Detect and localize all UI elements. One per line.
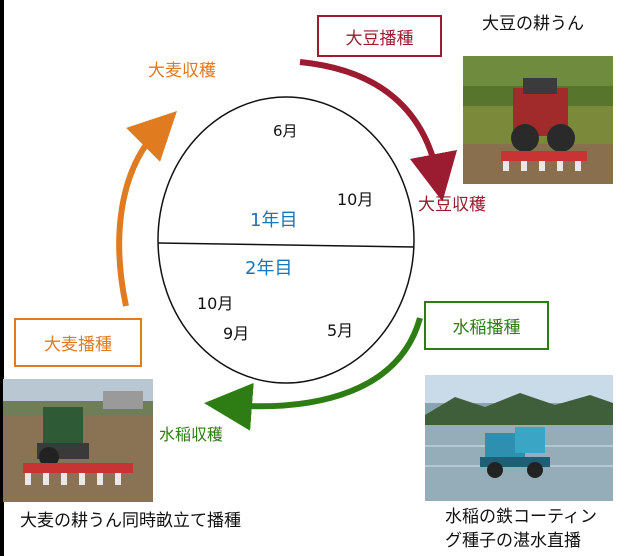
arrow-rice-to-harvest: [204, 317, 423, 431]
year1-label: 1年目: [250, 210, 298, 231]
rice-harvest-label: 水稲収穫: [159, 425, 224, 444]
year2-label: 2年目: [245, 258, 293, 279]
barley-sowing-box: 大麦播種: [14, 318, 142, 367]
barley-harvest-label: 大麦収穫: [148, 61, 216, 81]
barley-seeding-caption: 大麦の耕うん同時畝立て播種: [20, 511, 241, 531]
arrow-soybean-to-harvest: [299, 59, 458, 202]
soybean-harvest-label: 大豆収穫: [418, 195, 486, 215]
soybean-tillage-caption: 大豆の耕うん: [482, 14, 584, 34]
month-sep-label: 9月: [223, 324, 250, 343]
soybean-sowing-box: 大豆播種: [317, 15, 442, 57]
month-jun-label: 6月: [273, 122, 298, 140]
flooded-paddy-seeder-photo: [425, 375, 613, 501]
month-may-label: 5月: [327, 321, 354, 340]
year-divider-line: [157, 242, 415, 248]
rice-sowing-box: 水稲播種: [424, 301, 549, 350]
rice-seeding-caption-line1: 水稲の鉄コーティン: [445, 507, 597, 527]
year-cycle-circle: [157, 96, 415, 384]
tractor-field-photo: [463, 56, 613, 184]
month-oct-top-label: 10月: [337, 190, 374, 209]
arrow-barley-to-harvest: [116, 111, 177, 307]
rice-seeding-caption-line2: グ種子の湛水直播: [445, 531, 581, 551]
left-border: [0, 0, 4, 556]
month-oct-bottom-label: 10月: [197, 294, 234, 313]
tractor-seeder-photo: [3, 379, 153, 502]
